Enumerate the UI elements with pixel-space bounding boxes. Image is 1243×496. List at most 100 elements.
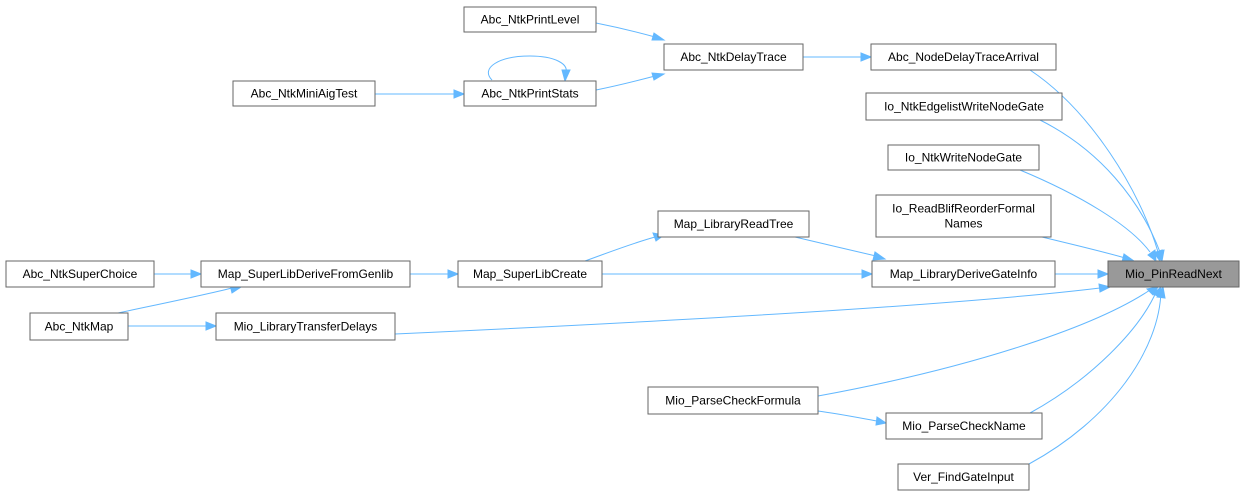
edge-arrowhead [1155, 249, 1165, 263]
edge-abc_ntkprintstats-to-abc_ntkdelaytrace [595, 72, 666, 91]
node-label: Map_SuperLibCreate [473, 267, 587, 281]
edge-line [595, 22, 656, 38]
node-label: Mio_ParseCheckName [902, 419, 1026, 433]
edge-abc_ntksuperchoice-to-map_superlibderivefromgenlib [154, 269, 203, 279]
edge-arrowhead [205, 321, 218, 331]
edge-arrowhead [861, 269, 874, 279]
edge-arrowhead [875, 416, 888, 426]
edge-io_readblifreorderformalnames-to-mio_pinreadnext [1041, 236, 1136, 263]
edge-arrowhead [453, 89, 466, 99]
edge-map_superlibcreate-to-map_libraryreadtree [584, 232, 666, 262]
edge-map_superlibcreate-to-map_libraryderivegateinfo [602, 269, 874, 279]
node-box [663, 43, 804, 71]
edge-arrowhead [1145, 286, 1160, 296]
node-mio_parsecheckname[interactable]: Mio_ParseCheckName [885, 412, 1043, 440]
node-box [457, 260, 603, 288]
node-map_superlibderivefromgenlib[interactable]: Map_SuperLibDeriveFromGenlib [200, 260, 411, 288]
node-label: Io_NtkWriteNodeGate [905, 151, 1022, 165]
edge-arrowhead [651, 72, 666, 81]
edge-arrowhead [1097, 269, 1110, 279]
node-box [870, 43, 1057, 71]
node-map_libraryderivegateinfo[interactable]: Map_LibraryDeriveGateInfo [871, 260, 1056, 288]
node-label: Abc_NtkSuperChoice [23, 267, 138, 281]
node-label: Mio_PinReadNext [1125, 267, 1222, 281]
edge-abc_ntkmap-to-map_superlibderivefromgenlib [117, 284, 243, 314]
node-abc_ntkdelaytrace[interactable]: Abc_NtkDelayTrace [663, 43, 804, 71]
edge-line [487, 55, 567, 81]
node-abc_ntkminiaigtest[interactable]: Abc_NtkMiniAigTest [232, 80, 376, 107]
node-label: Io_ReadBlifReorderFormal [892, 202, 1035, 216]
edge-ver_findgateinput-to-mio_pinreadnext [1028, 285, 1166, 465]
node-label: Io_NtkEdgelistWriteNodeGate [884, 100, 1044, 114]
node-label: Names [944, 217, 982, 231]
node-label: Mio_LibraryTransferDelays [234, 320, 378, 334]
edge-mio_librarytransferdelays-to-mio_pinreadnext [394, 283, 1112, 335]
edge-line [394, 287, 1101, 335]
node-abc_nodedelaytracearrival[interactable]: Abc_NodeDelayTraceArrival [870, 43, 1057, 71]
call-graph-edges [117, 22, 1166, 465]
edge-arrowhead [860, 52, 873, 62]
edge-arrowhead [1098, 283, 1112, 293]
edge-line [595, 75, 656, 91]
node-label: Abc_NtkDelayTrace [680, 50, 787, 64]
edge-line [817, 289, 1151, 397]
edge-line [794, 236, 877, 257]
edge-map_superlibderivefromgenlib-to-map_superlibcreate [410, 269, 460, 279]
edge-mio_parsecheckformula-to-mio_pinreadnext [817, 286, 1160, 397]
edge-line [584, 236, 656, 262]
node-map_superlibcreate[interactable]: Map_SuperLibCreate [457, 260, 603, 288]
edge-arrowhead [190, 269, 203, 279]
node-mio_pinreadnext: Mio_PinReadNext [1107, 260, 1240, 288]
node-io_ntkwritenodegate[interactable]: Io_NtkWriteNodeGate [887, 144, 1040, 171]
node-box [897, 463, 1030, 491]
node-label: Mio_ParseCheckFormula [665, 394, 801, 408]
node-mio_librarytransferdelays[interactable]: Mio_LibraryTransferDelays [215, 312, 396, 341]
node-box [200, 260, 411, 288]
node-abc_ntkprintstats[interactable]: Abc_NtkPrintStats [463, 80, 597, 107]
node-map_libraryreadtree[interactable]: Map_LibraryReadTree [657, 210, 810, 238]
node-abc_ntksuperchoice[interactable]: Abc_NtkSuperChoice [5, 260, 155, 288]
edge-io_ntkwritenodegate-to-mio_pinreadnext [1019, 169, 1157, 263]
node-label: Abc_NtkMiniAigTest [251, 87, 358, 101]
node-box [865, 92, 1063, 121]
edge-abc_ntkdelaytrace-to-abc_nodedelaytracearrival [803, 52, 873, 62]
node-box [885, 412, 1043, 440]
node-box [5, 260, 155, 288]
node-io_ntkedgelistwritenodegate[interactable]: Io_NtkEdgelistWriteNodeGate [865, 92, 1063, 121]
edge-abc_ntkprintstats-to-abc_ntkprintstats [487, 55, 571, 83]
node-label: Abc_NtkPrintLevel [481, 13, 580, 27]
edge-map_libraryderivegateinfo-to-mio_pinreadnext [1055, 269, 1110, 279]
edge-abc_ntkmap-to-mio_librarytransferdelays [128, 321, 218, 331]
node-box [1107, 260, 1240, 288]
edge-line [1028, 289, 1162, 465]
node-label: Ver_FindGateInput [913, 470, 1014, 484]
node-box [875, 194, 1052, 238]
node-ver_findgateinput[interactable]: Ver_FindGateInput [897, 463, 1030, 491]
node-abc_ntkmap[interactable]: Abc_NtkMap [29, 312, 129, 341]
node-label: Map_LibraryReadTree [674, 217, 794, 231]
node-box [887, 144, 1040, 171]
edge-line [1041, 236, 1126, 259]
node-box [463, 80, 597, 107]
edge-arrowhead [872, 251, 887, 261]
edge-line [817, 410, 878, 422]
edge-map_libraryreadtree-to-map_libraryderivegateinfo [794, 236, 887, 261]
node-box [871, 260, 1056, 288]
edge-abc_ntkprintlevel-to-abc_ntkdelaytrace [595, 22, 666, 41]
node-label: Map_LibraryDeriveGateInfo [890, 267, 1038, 281]
node-label: Abc_NtkPrintStats [481, 87, 578, 101]
edge-line [1019, 169, 1151, 253]
node-box [463, 6, 597, 33]
edge-arrowhead [1147, 249, 1157, 263]
edge-line [1029, 289, 1158, 414]
node-label: Abc_NodeDelayTraceArrival [888, 50, 1039, 64]
node-box [215, 312, 396, 341]
edge-io_ntkedgelistwritenodegate-to-mio_pinreadnext [1039, 119, 1165, 263]
node-box [29, 312, 129, 341]
node-box [232, 80, 376, 107]
node-abc_ntkprintlevel[interactable]: Abc_NtkPrintLevel [463, 6, 597, 33]
node-mio_parsecheckformula[interactable]: Mio_ParseCheckFormula [647, 386, 819, 415]
edge-arrowhead [651, 32, 666, 41]
